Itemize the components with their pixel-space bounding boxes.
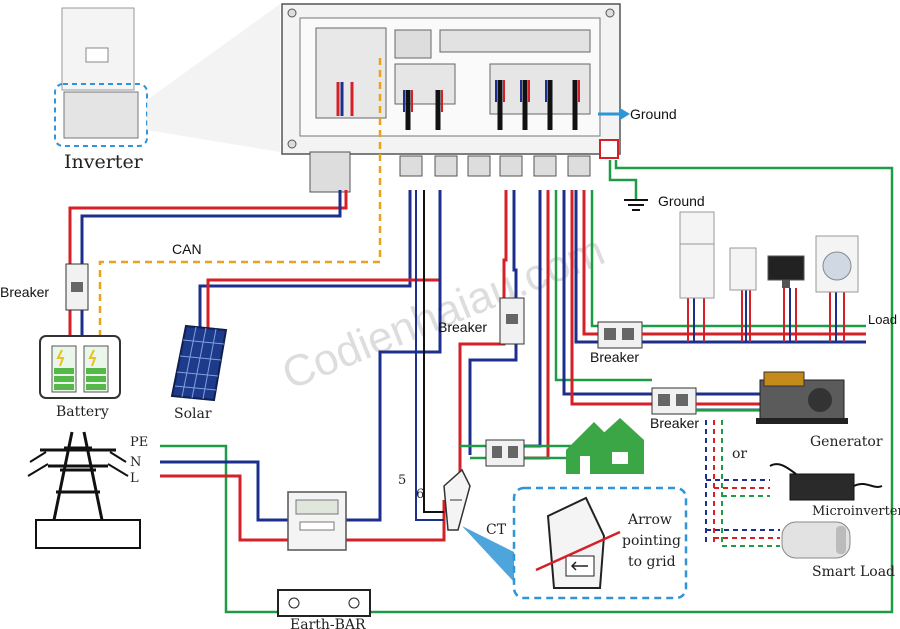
smart-load-icon [781,521,851,559]
wire-5-label: 5 [398,473,406,488]
load-wire-pe [590,190,598,328]
battery-pack [39,335,121,399]
microinverter-icon [769,463,883,501]
inverter-thumbnail [54,4,280,152]
ground-wire [608,160,638,200]
arrow-note-2: pointing [622,533,681,549]
pe-loop [160,160,894,614]
load-wire-l [582,190,598,336]
house-breaker [485,439,525,467]
earth-bar-label: Earth-BAR [290,617,366,629]
generator-label: Generator [810,434,883,450]
grid-pylon-icon [27,431,141,549]
microinverter-label: Microinverter [812,504,900,519]
can-label: CAN [172,241,202,257]
load-wire-n [574,190,598,344]
solar-wire-neg [198,190,412,330]
house-icon [566,418,644,474]
battery-wire-neg [80,190,342,338]
grid-neutral [160,460,288,522]
ground-terminal [599,139,619,159]
gen-wire-n [562,190,652,396]
ct-label: CT [486,522,507,538]
generator-icon [756,371,848,424]
fridge-icon [679,211,715,299]
or-label: or [732,446,747,462]
ct-wire-6 [423,190,444,513]
breaker-label-left: Breaker [0,284,49,300]
ct-wire-5 [415,190,444,521]
wire-6-label: 6 [416,487,424,502]
arrow-note-1: Arrow [627,512,672,528]
ground-symbol [624,199,648,211]
watermark: Codienhaiau.com [275,226,611,400]
pe-label: PE [130,435,148,450]
ct-callout-pointer [462,526,522,582]
tv-icon [767,255,805,281]
can-bus-line [98,58,382,338]
n-label: N [130,455,141,470]
gen-wire-l [570,190,652,406]
battery-label: Battery [56,404,109,420]
grid-line [160,474,288,542]
inverter-terminal-box [281,3,621,193]
breaker-label-load: Breaker [590,349,639,365]
breaker-label-gen: Breaker [650,415,699,431]
solar-panel [170,324,228,402]
gen-wire-pe [554,190,652,382]
solar-label: Solar [174,406,212,422]
ground-label-right: Ground [630,106,677,122]
meter-wire-l [346,500,446,542]
ct-clamp-icon [443,468,471,531]
arrow-note-3: to grid [628,554,676,570]
ground-label-mid: Ground [658,193,705,209]
inverter-label: Inverter [64,151,144,173]
l-label: L [130,471,139,486]
ct-enlarged-icon [535,496,621,589]
breaker-label-mid: Breaker [438,319,487,335]
water-heater-icon [729,247,757,291]
meter-wire-n [346,190,442,522]
load-appliances [679,211,859,299]
zoom-beam [147,4,280,152]
energy-meter-icon [287,491,347,551]
smart-load-label: Smart Load [812,564,895,580]
load-label: Load [868,312,897,327]
